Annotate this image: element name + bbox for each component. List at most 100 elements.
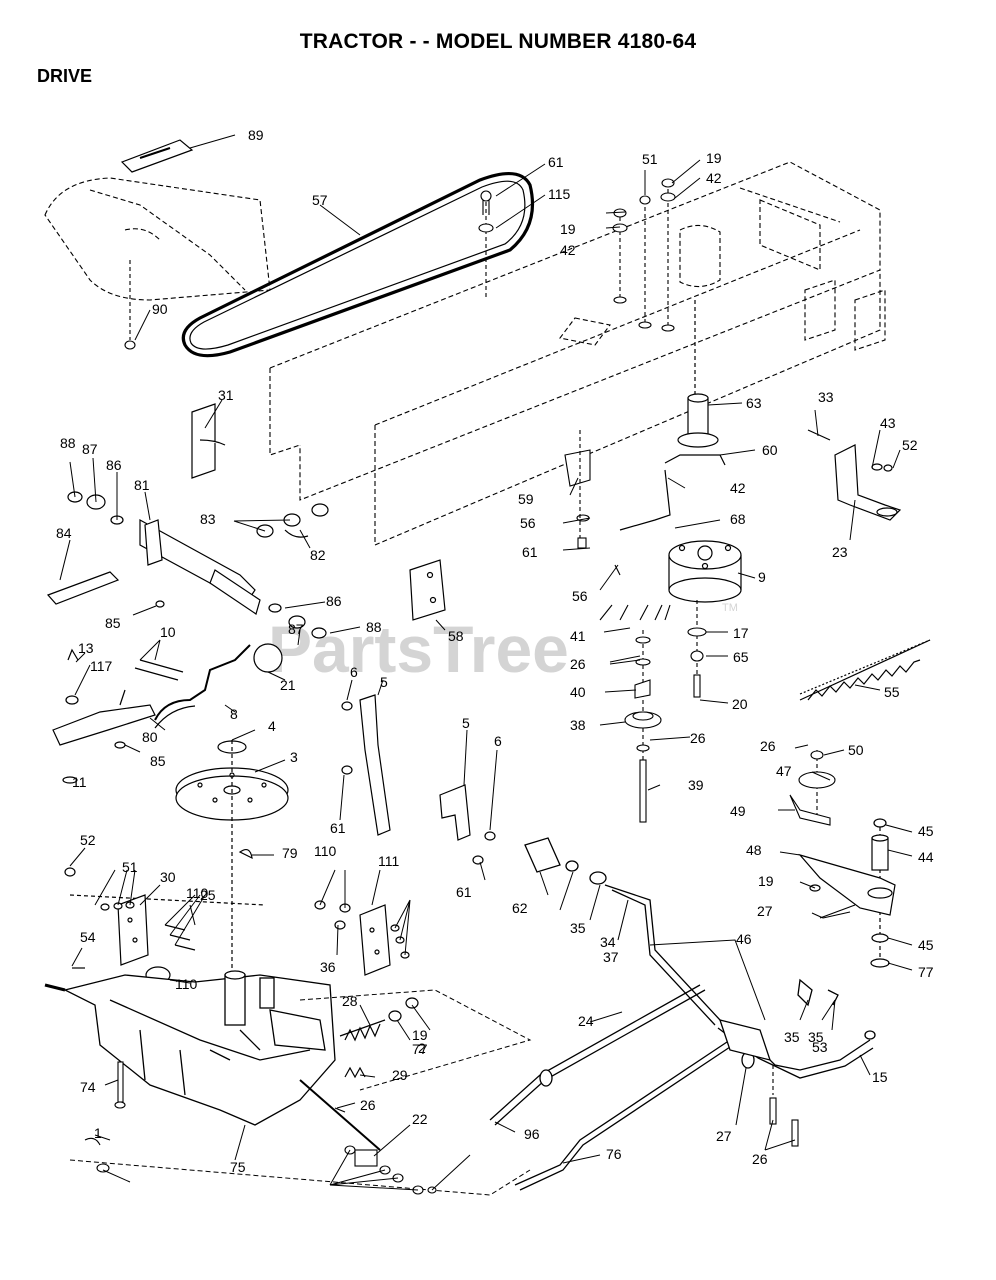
idler-stack bbox=[599, 604, 671, 823]
callout-number: 52 bbox=[902, 437, 918, 453]
callout-number: 27 bbox=[757, 903, 773, 919]
callout-number: 39 bbox=[688, 777, 704, 793]
hood-outline bbox=[44, 177, 271, 301]
callout-number: 58 bbox=[448, 628, 464, 644]
page-title: TRACTOR - - MODEL NUMBER 4180-64 bbox=[299, 30, 697, 53]
spring-55 bbox=[799, 639, 931, 701]
callout-number: 5 bbox=[462, 715, 470, 731]
lower-outline bbox=[69, 989, 532, 1196]
callout-number: 65 bbox=[733, 649, 749, 665]
callout-number: 35 bbox=[784, 1029, 800, 1045]
callout-number: 44 bbox=[918, 849, 934, 865]
callout-number: 50 bbox=[848, 742, 864, 758]
washer-stacks bbox=[612, 178, 676, 332]
callout-number: 3 bbox=[290, 749, 298, 765]
callout-number: 43 bbox=[880, 415, 896, 431]
callout-number: 35 bbox=[570, 920, 586, 936]
pulley-3 bbox=[175, 740, 289, 1000]
callout-number: 26 bbox=[570, 656, 586, 672]
callout-number: 41 bbox=[570, 628, 586, 644]
watermark-text: PartsTree bbox=[268, 612, 569, 686]
clutch-hardware bbox=[687, 600, 707, 698]
callout-number: 45 bbox=[918, 823, 934, 839]
spindle-63 bbox=[619, 300, 726, 531]
callout-number: 49 bbox=[730, 803, 746, 819]
shift-rods bbox=[489, 837, 876, 1191]
callout-number: 88 bbox=[60, 435, 76, 451]
callout-number: 56 bbox=[572, 588, 588, 604]
callout-number: 77 bbox=[918, 964, 934, 980]
callout-number: 28 bbox=[342, 993, 358, 1009]
callout-number: 10 bbox=[160, 624, 176, 640]
callout-number: 117 bbox=[90, 658, 113, 674]
callout-number: 55 bbox=[884, 684, 900, 700]
clutch-9 bbox=[668, 540, 742, 603]
callout-number: 26 bbox=[760, 738, 776, 754]
transaxle-bracket bbox=[64, 867, 266, 984]
callout-number: 84 bbox=[56, 525, 72, 541]
callout-number: 82 bbox=[310, 547, 326, 563]
callout-number: 5 bbox=[380, 674, 388, 690]
callout-number: 61 bbox=[330, 820, 346, 836]
bolts-left bbox=[84, 1061, 126, 1173]
callout-number: 26 bbox=[360, 1097, 376, 1113]
callout-number: 81 bbox=[134, 477, 150, 493]
callout-number: 19 bbox=[412, 1027, 428, 1043]
tractor-frame bbox=[269, 161, 886, 546]
callout-number: 6 bbox=[494, 733, 502, 749]
bolts-right bbox=[769, 911, 851, 1147]
callout-number: 51 bbox=[642, 151, 658, 167]
callout-number: 1 bbox=[94, 1125, 102, 1141]
callout-number: 62 bbox=[512, 900, 528, 916]
callout-number: 42 bbox=[730, 480, 746, 496]
callout-number: 88 bbox=[366, 619, 382, 635]
callout-number: 86 bbox=[106, 457, 122, 473]
part-23-bracket bbox=[807, 429, 902, 521]
callout-number: 33 bbox=[818, 389, 834, 405]
leader-lines bbox=[59, 134, 913, 1191]
callout-number: 17 bbox=[733, 625, 749, 641]
callout-number: 13 bbox=[78, 640, 94, 656]
callout-number: 21 bbox=[280, 677, 296, 693]
part-89-plate bbox=[120, 139, 194, 173]
callout-number: 63 bbox=[746, 395, 762, 411]
callout-number: 30 bbox=[160, 869, 176, 885]
callout-number: 9 bbox=[758, 569, 766, 585]
callout-number: 60 bbox=[762, 442, 778, 458]
callout-number: 45 bbox=[918, 937, 934, 953]
axle-hardware bbox=[334, 1107, 437, 1195]
shift-linkage bbox=[52, 643, 283, 784]
callout-number: 85 bbox=[105, 615, 121, 631]
callout-number: 110 bbox=[186, 885, 209, 901]
callout-number: 36 bbox=[320, 959, 336, 975]
callout-number: 8 bbox=[230, 706, 238, 722]
callout-number: 42 bbox=[560, 242, 576, 258]
callout-number: 52 bbox=[80, 832, 96, 848]
callout-number: 77 bbox=[412, 1041, 428, 1057]
watermark: PartsTree TM bbox=[268, 602, 738, 686]
callout-number: 20 bbox=[732, 696, 748, 712]
callout-number: 61 bbox=[456, 884, 472, 900]
callout-number: 34 bbox=[600, 934, 616, 950]
callout-number: 61 bbox=[548, 154, 564, 170]
callout-number: 35 bbox=[808, 1029, 824, 1045]
callout-number: 19 bbox=[560, 221, 576, 237]
callout-number: 19 bbox=[758, 873, 774, 889]
callout-number: 110 bbox=[314, 843, 337, 859]
callout-number: 47 bbox=[776, 763, 792, 779]
callout-number: 4 bbox=[268, 718, 276, 734]
callout-number: 59 bbox=[518, 491, 534, 507]
callout-number: 2 bbox=[418, 1040, 426, 1056]
callout-number: 40 bbox=[570, 684, 586, 700]
idler-47 bbox=[789, 750, 836, 826]
bolt-stack-61 bbox=[478, 190, 494, 300]
callout-number: 83 bbox=[200, 511, 216, 527]
transaxle-1 bbox=[44, 970, 381, 1151]
callout-number: 24 bbox=[578, 1013, 594, 1029]
callout-number: 87 bbox=[82, 441, 98, 457]
callout-number: 51 bbox=[122, 859, 138, 875]
callout-number: 75 bbox=[230, 1159, 246, 1175]
callout-number: 46 bbox=[736, 931, 752, 947]
